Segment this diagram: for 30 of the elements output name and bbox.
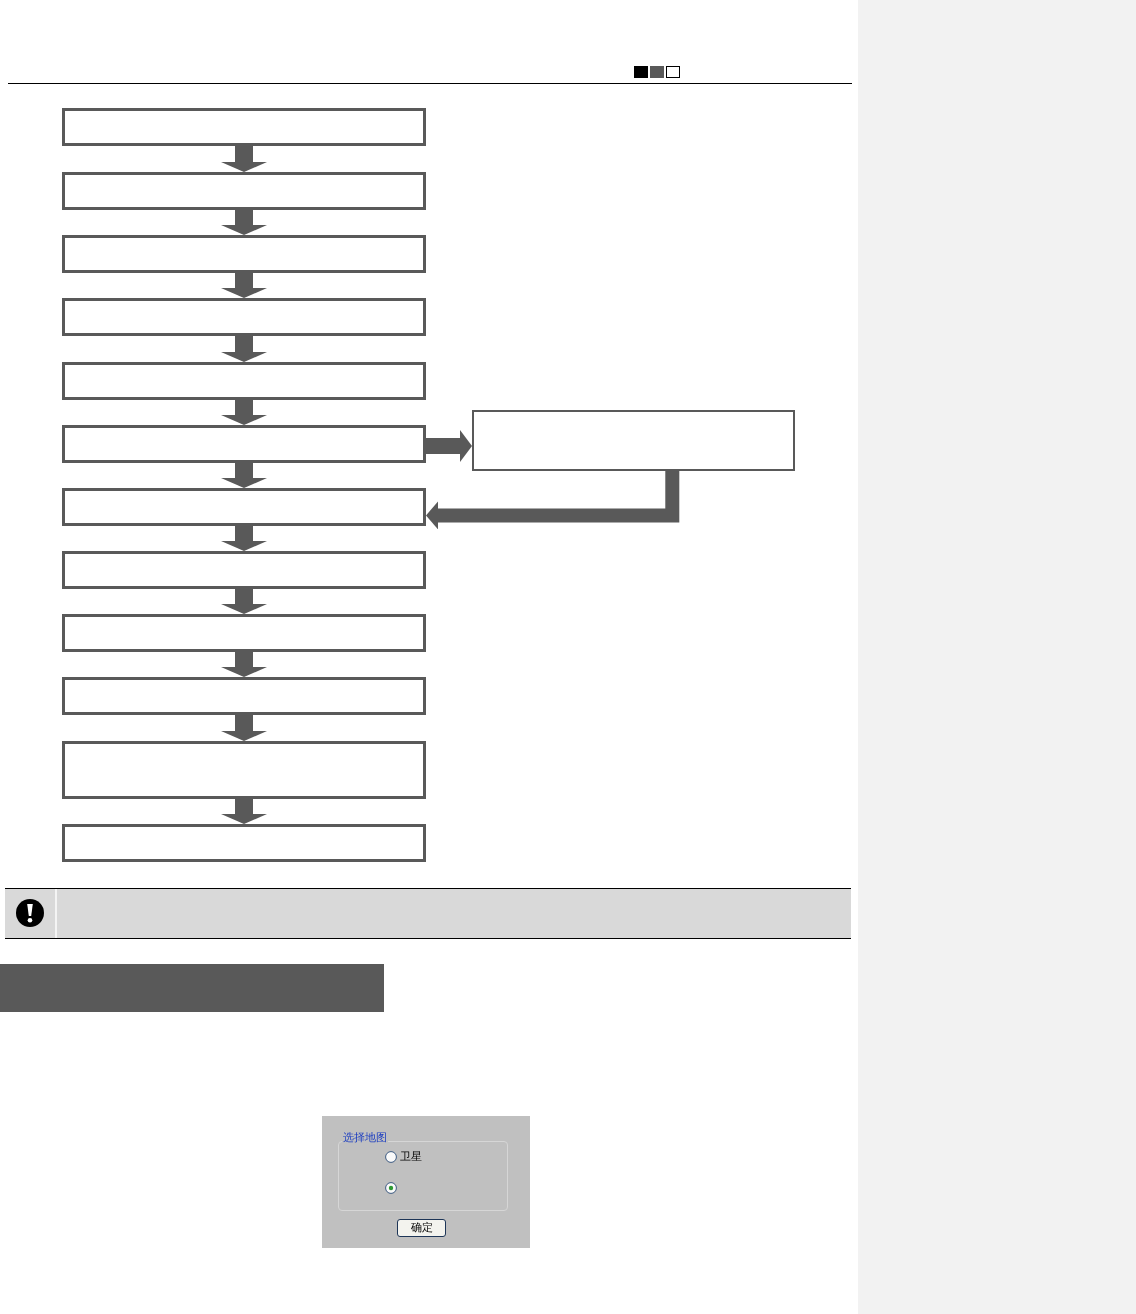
process-box <box>62 172 426 210</box>
arrow <box>221 799 267 824</box>
arrow <box>426 471 680 530</box>
process-box <box>472 410 795 471</box>
arrow <box>221 526 267 551</box>
process-box <box>62 362 426 400</box>
process-box <box>62 235 426 273</box>
arrow <box>221 273 267 298</box>
group-label: 选择地图 <box>342 1131 388 1144</box>
arrow <box>221 210 267 235</box>
process-box <box>62 108 426 146</box>
process-box <box>62 614 426 652</box>
arrow <box>221 146 267 172</box>
arrow <box>426 430 472 462</box>
arrow <box>221 463 267 488</box>
arrow <box>221 400 267 425</box>
process-box <box>62 425 426 463</box>
arrow <box>221 715 267 741</box>
process-box <box>62 824 426 862</box>
process-box <box>62 741 426 799</box>
process-box <box>62 298 426 336</box>
heading-band <box>0 964 384 1012</box>
option-label: 卫星 <box>400 1150 422 1164</box>
arrow <box>221 336 267 362</box>
process-box <box>62 677 426 715</box>
arrow <box>221 652 267 677</box>
arrow <box>221 589 267 614</box>
process-box <box>62 488 426 526</box>
ok-button: 确定 <box>397 1219 446 1237</box>
process-box <box>62 551 426 589</box>
